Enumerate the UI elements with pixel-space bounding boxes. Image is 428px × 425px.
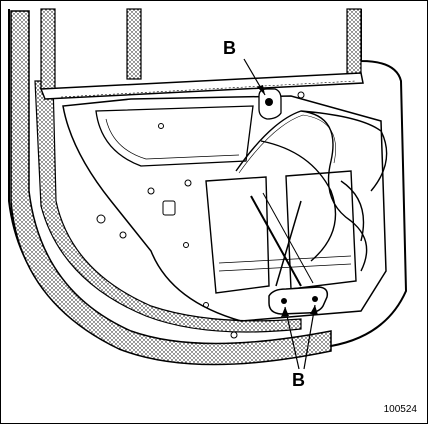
callout-label-top: B xyxy=(223,38,236,58)
left-seal-strip xyxy=(10,10,332,366)
inner-panel xyxy=(62,95,387,322)
window-frame-pillar-left xyxy=(40,8,56,90)
leader-bottom-left xyxy=(284,306,300,370)
right-aperture xyxy=(285,170,357,290)
fixing-point-top xyxy=(265,98,273,106)
regulator-rail-c xyxy=(275,200,302,287)
leader-bottom-right xyxy=(303,304,316,370)
fixing-point-right xyxy=(312,296,318,302)
fixing-point-left xyxy=(281,298,287,304)
window-frame-pillar-right xyxy=(346,8,362,80)
regulator-rail-a xyxy=(250,195,302,287)
upper-aperture xyxy=(95,105,254,167)
belt-rail xyxy=(39,72,364,100)
regulator-rail-b xyxy=(262,192,314,284)
callout-label-bottom: B xyxy=(292,370,305,390)
lower-aperture xyxy=(205,176,270,294)
lower-bracket xyxy=(268,286,329,315)
inner-seal-band xyxy=(34,80,302,333)
panel-holes xyxy=(96,91,305,339)
reference-number: 100524 xyxy=(383,404,417,415)
wiring-harness xyxy=(235,110,388,272)
window-frame-pillar-center xyxy=(126,8,142,80)
